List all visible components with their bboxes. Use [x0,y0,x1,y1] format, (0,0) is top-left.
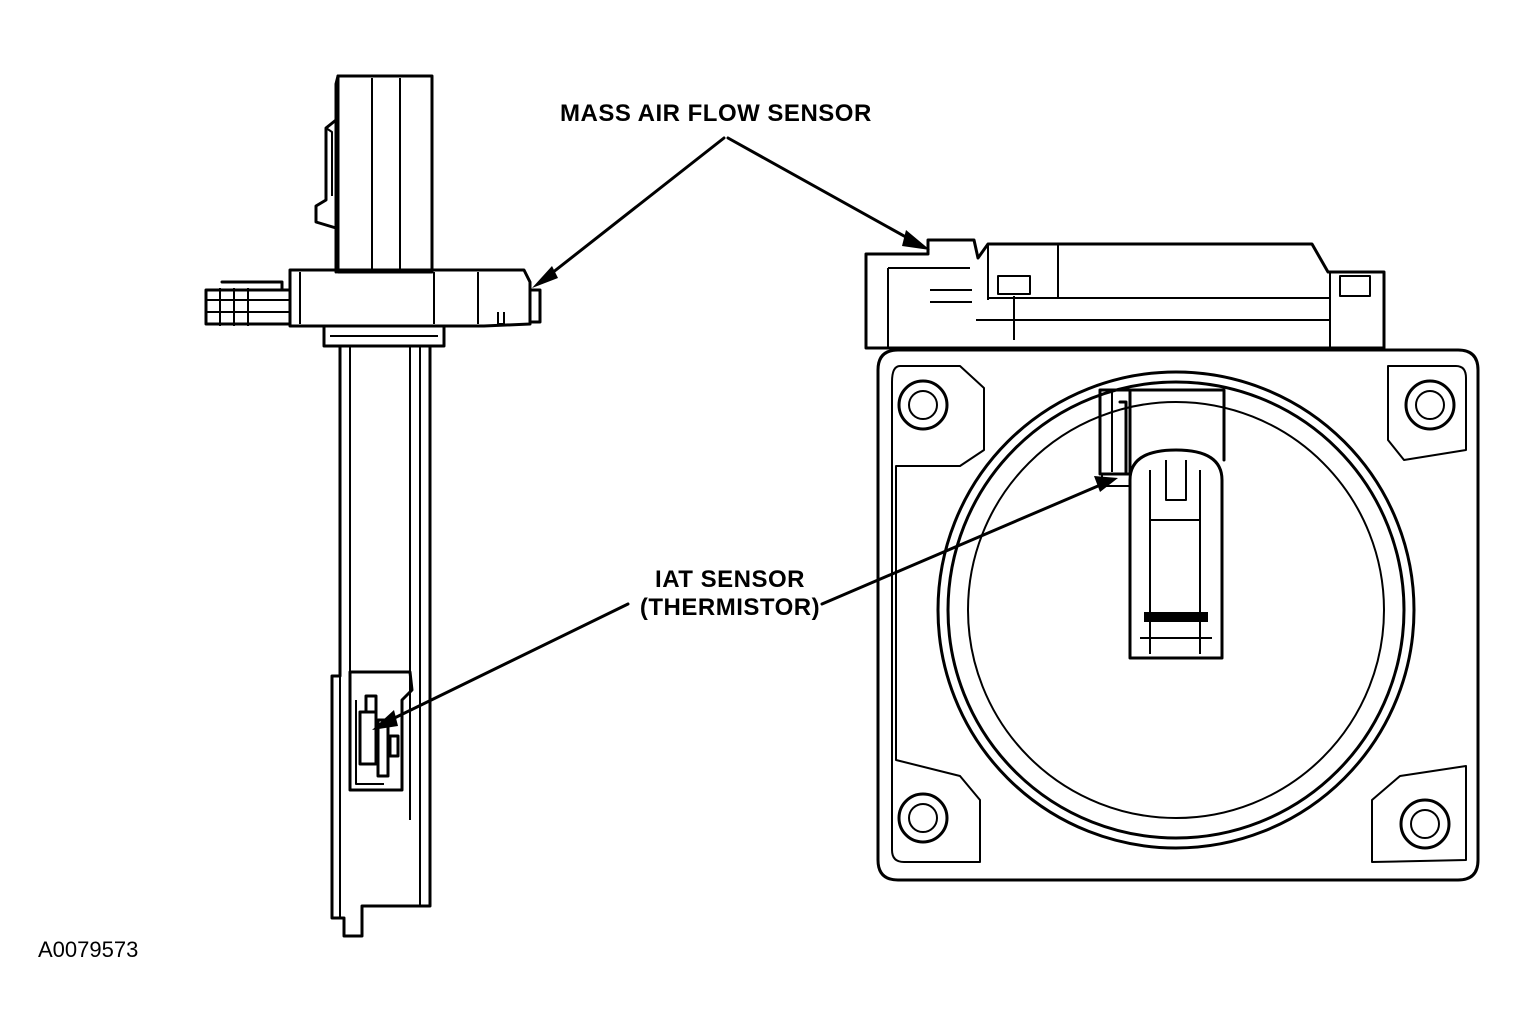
maf-sensor-side-view [204,74,542,938]
leader-lines [372,136,1118,730]
maf-leader-right [726,136,924,248]
maf-leader-left [536,136,726,286]
mass-air-flow-sensor-label: MASS AIR FLOW SENSOR [560,100,872,127]
iat-leader-left [376,602,630,728]
iat-sensor-label: IAT SENSOR (THERMISTOR) [600,566,860,622]
maf-arrowhead-right [902,230,930,250]
figure-id: A0079573 [38,937,139,962]
iat-arrowhead-left [372,710,398,730]
iat-sensor-label-line2: (THERMISTOR) [639,594,821,621]
maf-sensor-front-view [864,238,1480,882]
iat-sensor-label-line1: IAT SENSOR [655,566,805,593]
iat-arrowhead-right [1094,476,1118,492]
iat-leader-right [820,478,1114,606]
maf-arrowhead-left [532,266,558,288]
